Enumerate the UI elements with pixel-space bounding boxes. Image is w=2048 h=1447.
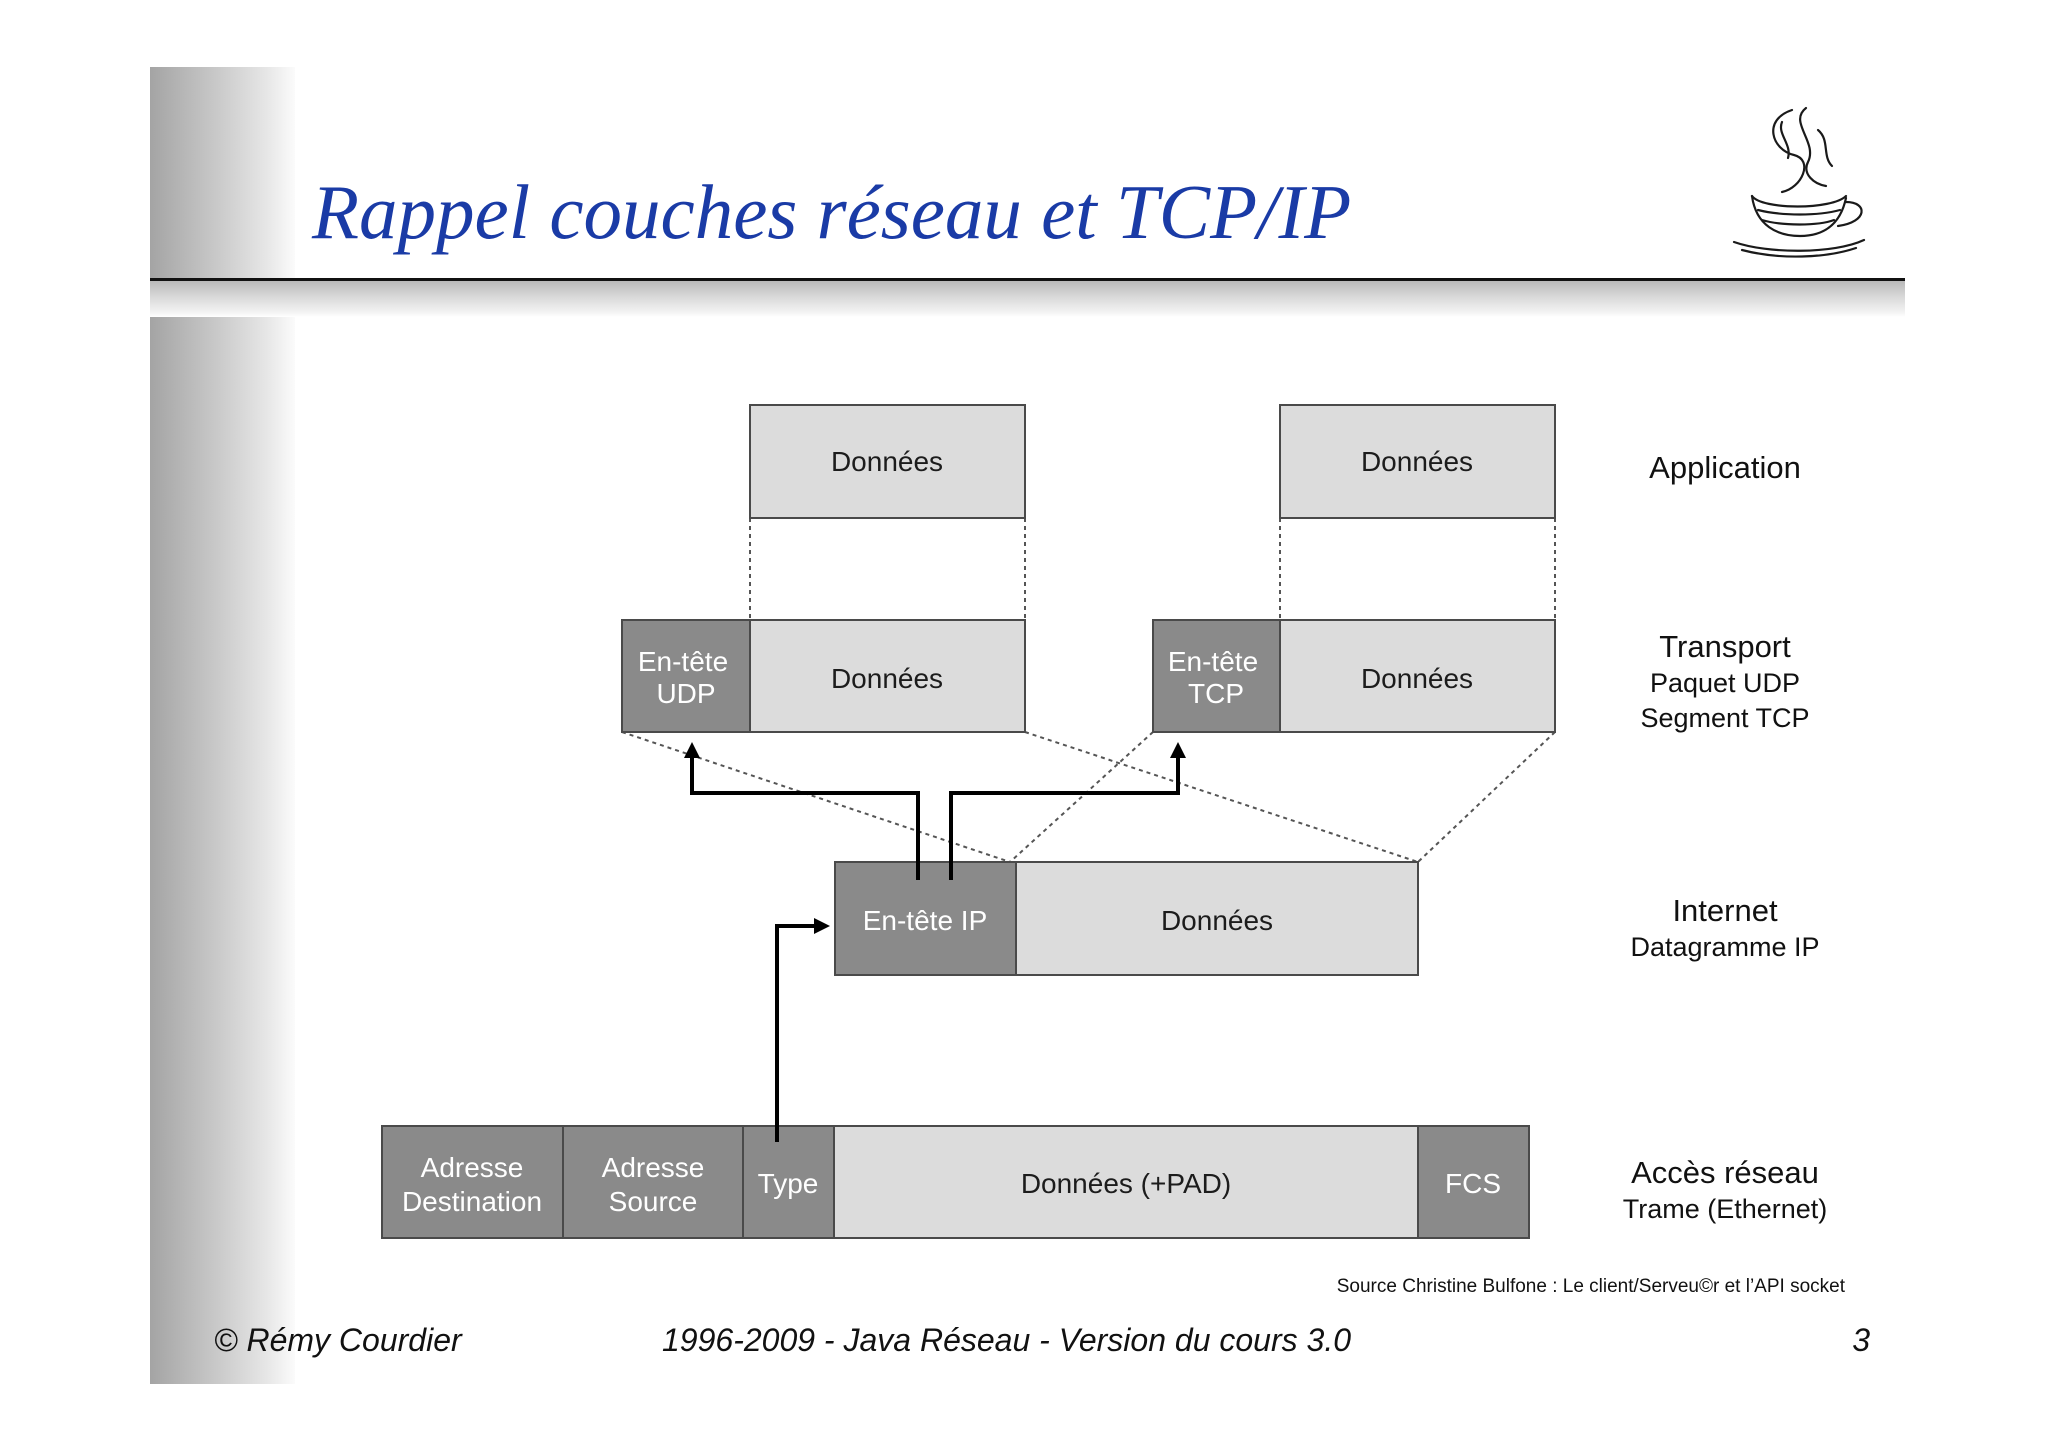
title-rule	[150, 278, 1905, 281]
demux-arrows	[690, 756, 1180, 1142]
application-udp-data-box: Données	[749, 404, 1026, 519]
udp-header-label-line1: En-tête	[638, 646, 728, 677]
ip-data-box: Données	[1015, 861, 1419, 976]
layer-internet-sub1: Datagramme IP	[1630, 932, 1819, 962]
arrow-heads	[684, 742, 1186, 934]
slide-title: Rappel couches réseau et TCP/IP	[312, 169, 1352, 255]
udp-data-box: Données	[749, 619, 1026, 733]
layer-transport-sub1: Paquet UDP	[1650, 668, 1800, 698]
frame-dest-label-line2: Destination	[402, 1186, 542, 1217]
footer-course: 1996-2009 - Java Réseau - Version du cou…	[662, 1322, 1351, 1358]
layer-access-sub1: Trame (Ethernet)	[1623, 1194, 1828, 1224]
frame-src-box: Adresse Source	[562, 1125, 744, 1239]
tcp-header-label-line2: TCP	[1188, 678, 1244, 709]
tcp-data-box: Données	[1279, 619, 1556, 733]
frame-fcs-box: FCS	[1417, 1125, 1530, 1239]
frame-type-label: Type	[758, 1168, 819, 1199]
application-tcp-data-label: Données	[1361, 446, 1473, 477]
ip-header-label: En-tête IP	[863, 905, 988, 936]
application-udp-data-label: Données	[831, 446, 943, 477]
tcp-header-label-line1: En-tête	[1168, 646, 1258, 677]
connector-lines	[621, 518, 1556, 863]
layer-transport-sub2: Segment TCP	[1640, 703, 1809, 733]
tcp-data-label: Données	[1361, 663, 1473, 694]
udp-header-label-line2: UDP	[656, 678, 715, 709]
java-coffee-cup-icon	[1732, 106, 1866, 258]
frame-src-label-line1: Adresse	[602, 1152, 705, 1183]
ip-data-label: Données	[1161, 905, 1273, 936]
frame-src-label-line2: Source	[609, 1186, 698, 1217]
frame-data-label: Données (+PAD)	[1021, 1168, 1231, 1199]
layer-transport-label: Transport	[1659, 629, 1791, 664]
frame-fcs-label: FCS	[1445, 1168, 1501, 1199]
ip-header-box: En-tête IP	[834, 861, 1017, 976]
frame-data-box: Données (+PAD)	[833, 1125, 1419, 1239]
application-tcp-data-box: Données	[1279, 404, 1556, 519]
frame-type-box: Type	[742, 1125, 835, 1239]
source-note: Source Christine Bulfone : Le client/Ser…	[1336, 1276, 1845, 1297]
layer-application-label: Application	[1649, 450, 1801, 485]
layer-labels: Application Transport Paquet UDP Segment…	[1623, 450, 1828, 1224]
tcp-header-box: En-tête TCP	[1152, 619, 1281, 733]
frame-dest-box: Adresse Destination	[381, 1125, 564, 1239]
udp-header-box: En-tête UDP	[621, 619, 751, 733]
frame-dest-label-line1: Adresse	[421, 1152, 524, 1183]
title-shadow-band	[150, 281, 1905, 317]
udp-data-label: Données	[831, 663, 943, 694]
page-number: 3	[1852, 1322, 1870, 1358]
layer-access-label: Accès réseau	[1631, 1155, 1819, 1190]
layer-internet-label: Internet	[1672, 893, 1778, 928]
footer-author: © Rémy Courdier	[214, 1322, 462, 1358]
